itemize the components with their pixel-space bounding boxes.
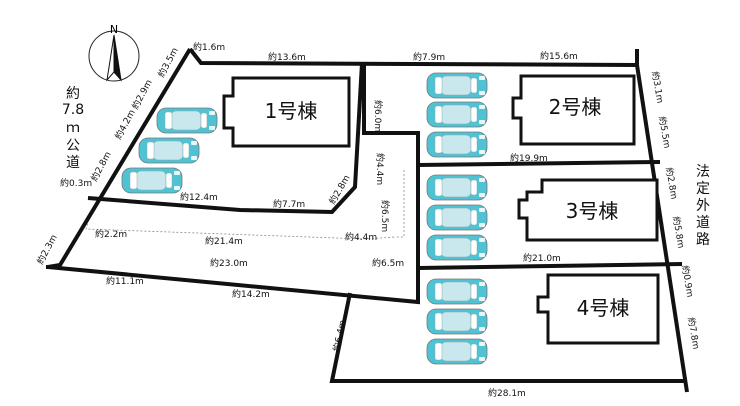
dim-label: 約0.3m bbox=[60, 177, 92, 189]
buildings bbox=[222, 74, 660, 345]
dim-label: 約4.4m bbox=[345, 231, 377, 243]
dim-label: 約14.2m bbox=[232, 288, 270, 300]
car-icon bbox=[426, 101, 488, 128]
lot-3-4-divider bbox=[417, 262, 683, 270]
dim-label: 約6.5m bbox=[372, 257, 404, 269]
dim-label: 約4.4m bbox=[374, 153, 386, 185]
dim-label: 約7.7m bbox=[273, 198, 305, 210]
dim-label: 約19.9m bbox=[510, 152, 548, 164]
building-2-outline bbox=[511, 74, 636, 146]
compass: N bbox=[88, 23, 140, 82]
dim-label: 約23.0m bbox=[210, 257, 248, 269]
right-road-char: 外 bbox=[696, 198, 710, 214]
car-icon bbox=[426, 308, 488, 335]
east-boundary bbox=[635, 64, 689, 393]
lot-1-east bbox=[362, 65, 420, 165]
car-icon bbox=[426, 338, 488, 365]
dim-label: 約6.5m bbox=[379, 200, 391, 232]
car-icon bbox=[156, 107, 218, 134]
dim-label: 約21.4m bbox=[205, 235, 243, 247]
car-icon bbox=[426, 204, 488, 231]
building-1-label: 1号棟 bbox=[265, 99, 318, 123]
car-icon bbox=[426, 72, 488, 99]
lot-4-boundary bbox=[329, 292, 687, 383]
dimension-labels: 約1.6m 約13.6m 約7.9m 約15.6m 約0.3m 約12.4m 約… bbox=[60, 41, 578, 399]
dim-label: 約7.9m bbox=[413, 51, 445, 63]
right-road-char: 道 bbox=[696, 215, 710, 231]
dim-label: 約2.3m bbox=[34, 232, 60, 266]
left-road-char: 約 bbox=[66, 86, 80, 102]
dim-label: 約15.6m bbox=[540, 50, 578, 62]
left-road-char: ｍ bbox=[66, 120, 80, 136]
dim-label: 約28.1m bbox=[488, 387, 526, 399]
building-3-label: 3号棟 bbox=[566, 199, 619, 223]
north-boundary bbox=[188, 47, 638, 67]
access-path-lines bbox=[85, 170, 405, 240]
dim-label: 約1.6m bbox=[193, 41, 225, 53]
lot-1-boundary bbox=[87, 62, 364, 215]
right-road-label: 法 定 外 道 路 bbox=[696, 164, 710, 248]
dim-label: 約4.2m bbox=[112, 107, 138, 141]
car-icon bbox=[426, 278, 488, 305]
dim-label: 約2.2m bbox=[95, 228, 127, 240]
dim-label: 約2.9m bbox=[129, 77, 155, 111]
dim-label: 約13.6m bbox=[268, 51, 306, 63]
north-arrow-fill-icon bbox=[113, 34, 122, 82]
building-4-outline bbox=[536, 273, 660, 345]
dim-label: 約5.8m bbox=[670, 215, 687, 249]
right-road-char: 法 bbox=[696, 164, 710, 180]
building-3-outline bbox=[517, 178, 659, 242]
compass-north-label: N bbox=[110, 23, 118, 36]
right-road-char: 路 bbox=[696, 232, 710, 248]
dim-label: 約21.0m bbox=[523, 252, 561, 264]
dim-label: 約11.1m bbox=[106, 275, 144, 287]
dim-label: 約0.9m bbox=[679, 264, 696, 298]
car-icon bbox=[138, 137, 200, 164]
dim-label: 約2.8m bbox=[326, 173, 352, 207]
dim-label: 約12.4m bbox=[180, 191, 218, 203]
dim-label: 約5.5m bbox=[656, 115, 673, 149]
dim-label: 約2.8m bbox=[663, 166, 680, 200]
car-icon bbox=[426, 234, 488, 261]
lot-2-3-divider bbox=[417, 160, 661, 167]
left-road-char: 7.8 bbox=[62, 102, 84, 118]
building-2-label: 2号棟 bbox=[549, 95, 602, 119]
car-icon bbox=[426, 174, 488, 201]
dim-label: 約6.0m bbox=[372, 100, 384, 132]
building-4-label: 4号棟 bbox=[577, 296, 630, 320]
left-road-char: 道 bbox=[66, 155, 80, 171]
dim-label: 約6.4m bbox=[330, 319, 348, 353]
car-icon bbox=[121, 167, 183, 194]
car-icon bbox=[426, 131, 488, 158]
right-road-char: 定 bbox=[696, 181, 710, 197]
left-road-char: 公 bbox=[66, 138, 80, 154]
left-road-label: 約 7.8 ｍ 公 道 bbox=[62, 86, 84, 171]
dim-label: 約3.1m bbox=[649, 70, 666, 104]
dim-label: 約7.8m bbox=[685, 316, 702, 350]
lot-boundaries bbox=[46, 47, 689, 393]
building-1-outline bbox=[222, 76, 351, 148]
